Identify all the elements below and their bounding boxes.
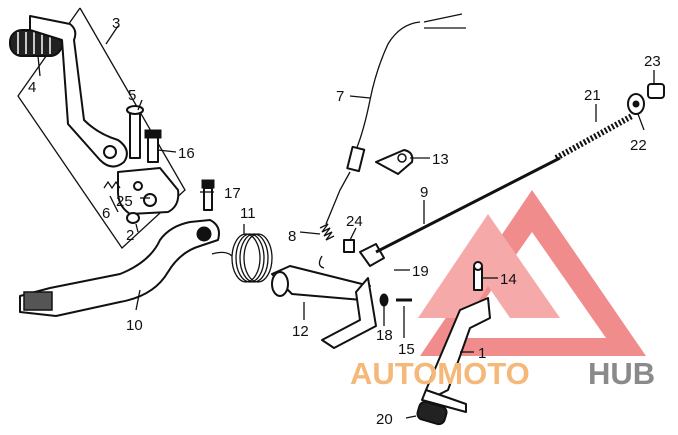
label-part-21: 21 bbox=[584, 87, 601, 104]
return-spring-11 bbox=[211, 233, 273, 283]
label-part-7: 7 bbox=[336, 88, 344, 105]
linkage-block bbox=[117, 167, 180, 215]
label-part-16: 16 bbox=[178, 145, 195, 162]
bolt-17 bbox=[201, 179, 215, 211]
label-part-12: 12 bbox=[292, 323, 309, 340]
watermark-logo bbox=[418, 190, 646, 356]
kick-arm-1 bbox=[421, 297, 491, 413]
label-part-2: 2 bbox=[126, 227, 134, 244]
switch-spring-8 bbox=[318, 171, 351, 269]
label-part-20: 20 bbox=[376, 411, 393, 428]
label-part-9: 9 bbox=[420, 184, 428, 201]
threaded-rod-21 bbox=[554, 113, 634, 161]
pivot-pin bbox=[126, 105, 144, 159]
bolt-14 bbox=[473, 261, 483, 291]
brake-shaft-12 bbox=[271, 265, 377, 349]
label-part-1: 1 bbox=[478, 345, 486, 362]
small-spring-6 bbox=[103, 180, 121, 190]
gearshift-arm bbox=[29, 15, 128, 168]
nut-23 bbox=[647, 83, 665, 99]
label-part-25: 25 bbox=[116, 193, 133, 210]
watermark-text-auto: AUTOMOTO bbox=[350, 356, 530, 391]
bolt-16 bbox=[144, 129, 162, 163]
label-part-24: 24 bbox=[346, 213, 363, 230]
label-part-13: 13 bbox=[432, 151, 449, 168]
label-part-8: 8 bbox=[288, 228, 296, 245]
label-part-3: 3 bbox=[112, 15, 120, 32]
label-part-18: 18 bbox=[376, 327, 393, 344]
label-part-17: 17 bbox=[224, 185, 241, 202]
label-part-11: 11 bbox=[240, 205, 256, 222]
watermark-text-hub: HUB bbox=[588, 356, 655, 391]
kick-grip-20 bbox=[416, 400, 448, 426]
label-part-5: 5 bbox=[128, 87, 136, 104]
label-part-10: 10 bbox=[126, 317, 143, 334]
label-part-15: 15 bbox=[398, 341, 415, 358]
watermark-triangle-small bbox=[418, 214, 560, 318]
brake-rod-9 bbox=[359, 156, 561, 267]
clip-18 bbox=[379, 293, 389, 307]
bolt-24 bbox=[343, 239, 355, 253]
label-part-6: 6 bbox=[102, 205, 110, 222]
watermark-text: AUTOMOTO HUB bbox=[350, 356, 655, 391]
bracket-13 bbox=[375, 149, 414, 175]
label-part-4: 4 bbox=[28, 79, 36, 96]
watermark-triangle-big bbox=[420, 190, 646, 356]
washer-2 bbox=[126, 212, 140, 224]
label-part-23: 23 bbox=[644, 53, 661, 70]
brake-pedal bbox=[19, 219, 220, 317]
brake-light-cable-7 bbox=[346, 13, 466, 173]
label-part-22: 22 bbox=[630, 137, 647, 154]
joint-22 bbox=[627, 93, 645, 115]
label-part-14: 14 bbox=[500, 271, 517, 288]
label-part-19: 19 bbox=[412, 263, 429, 280]
part-labels: 3 4 5 16 6 25 2 17 11 10 8 7 13 9 24 19 … bbox=[28, 15, 661, 428]
leader-lines bbox=[37, 25, 655, 419]
